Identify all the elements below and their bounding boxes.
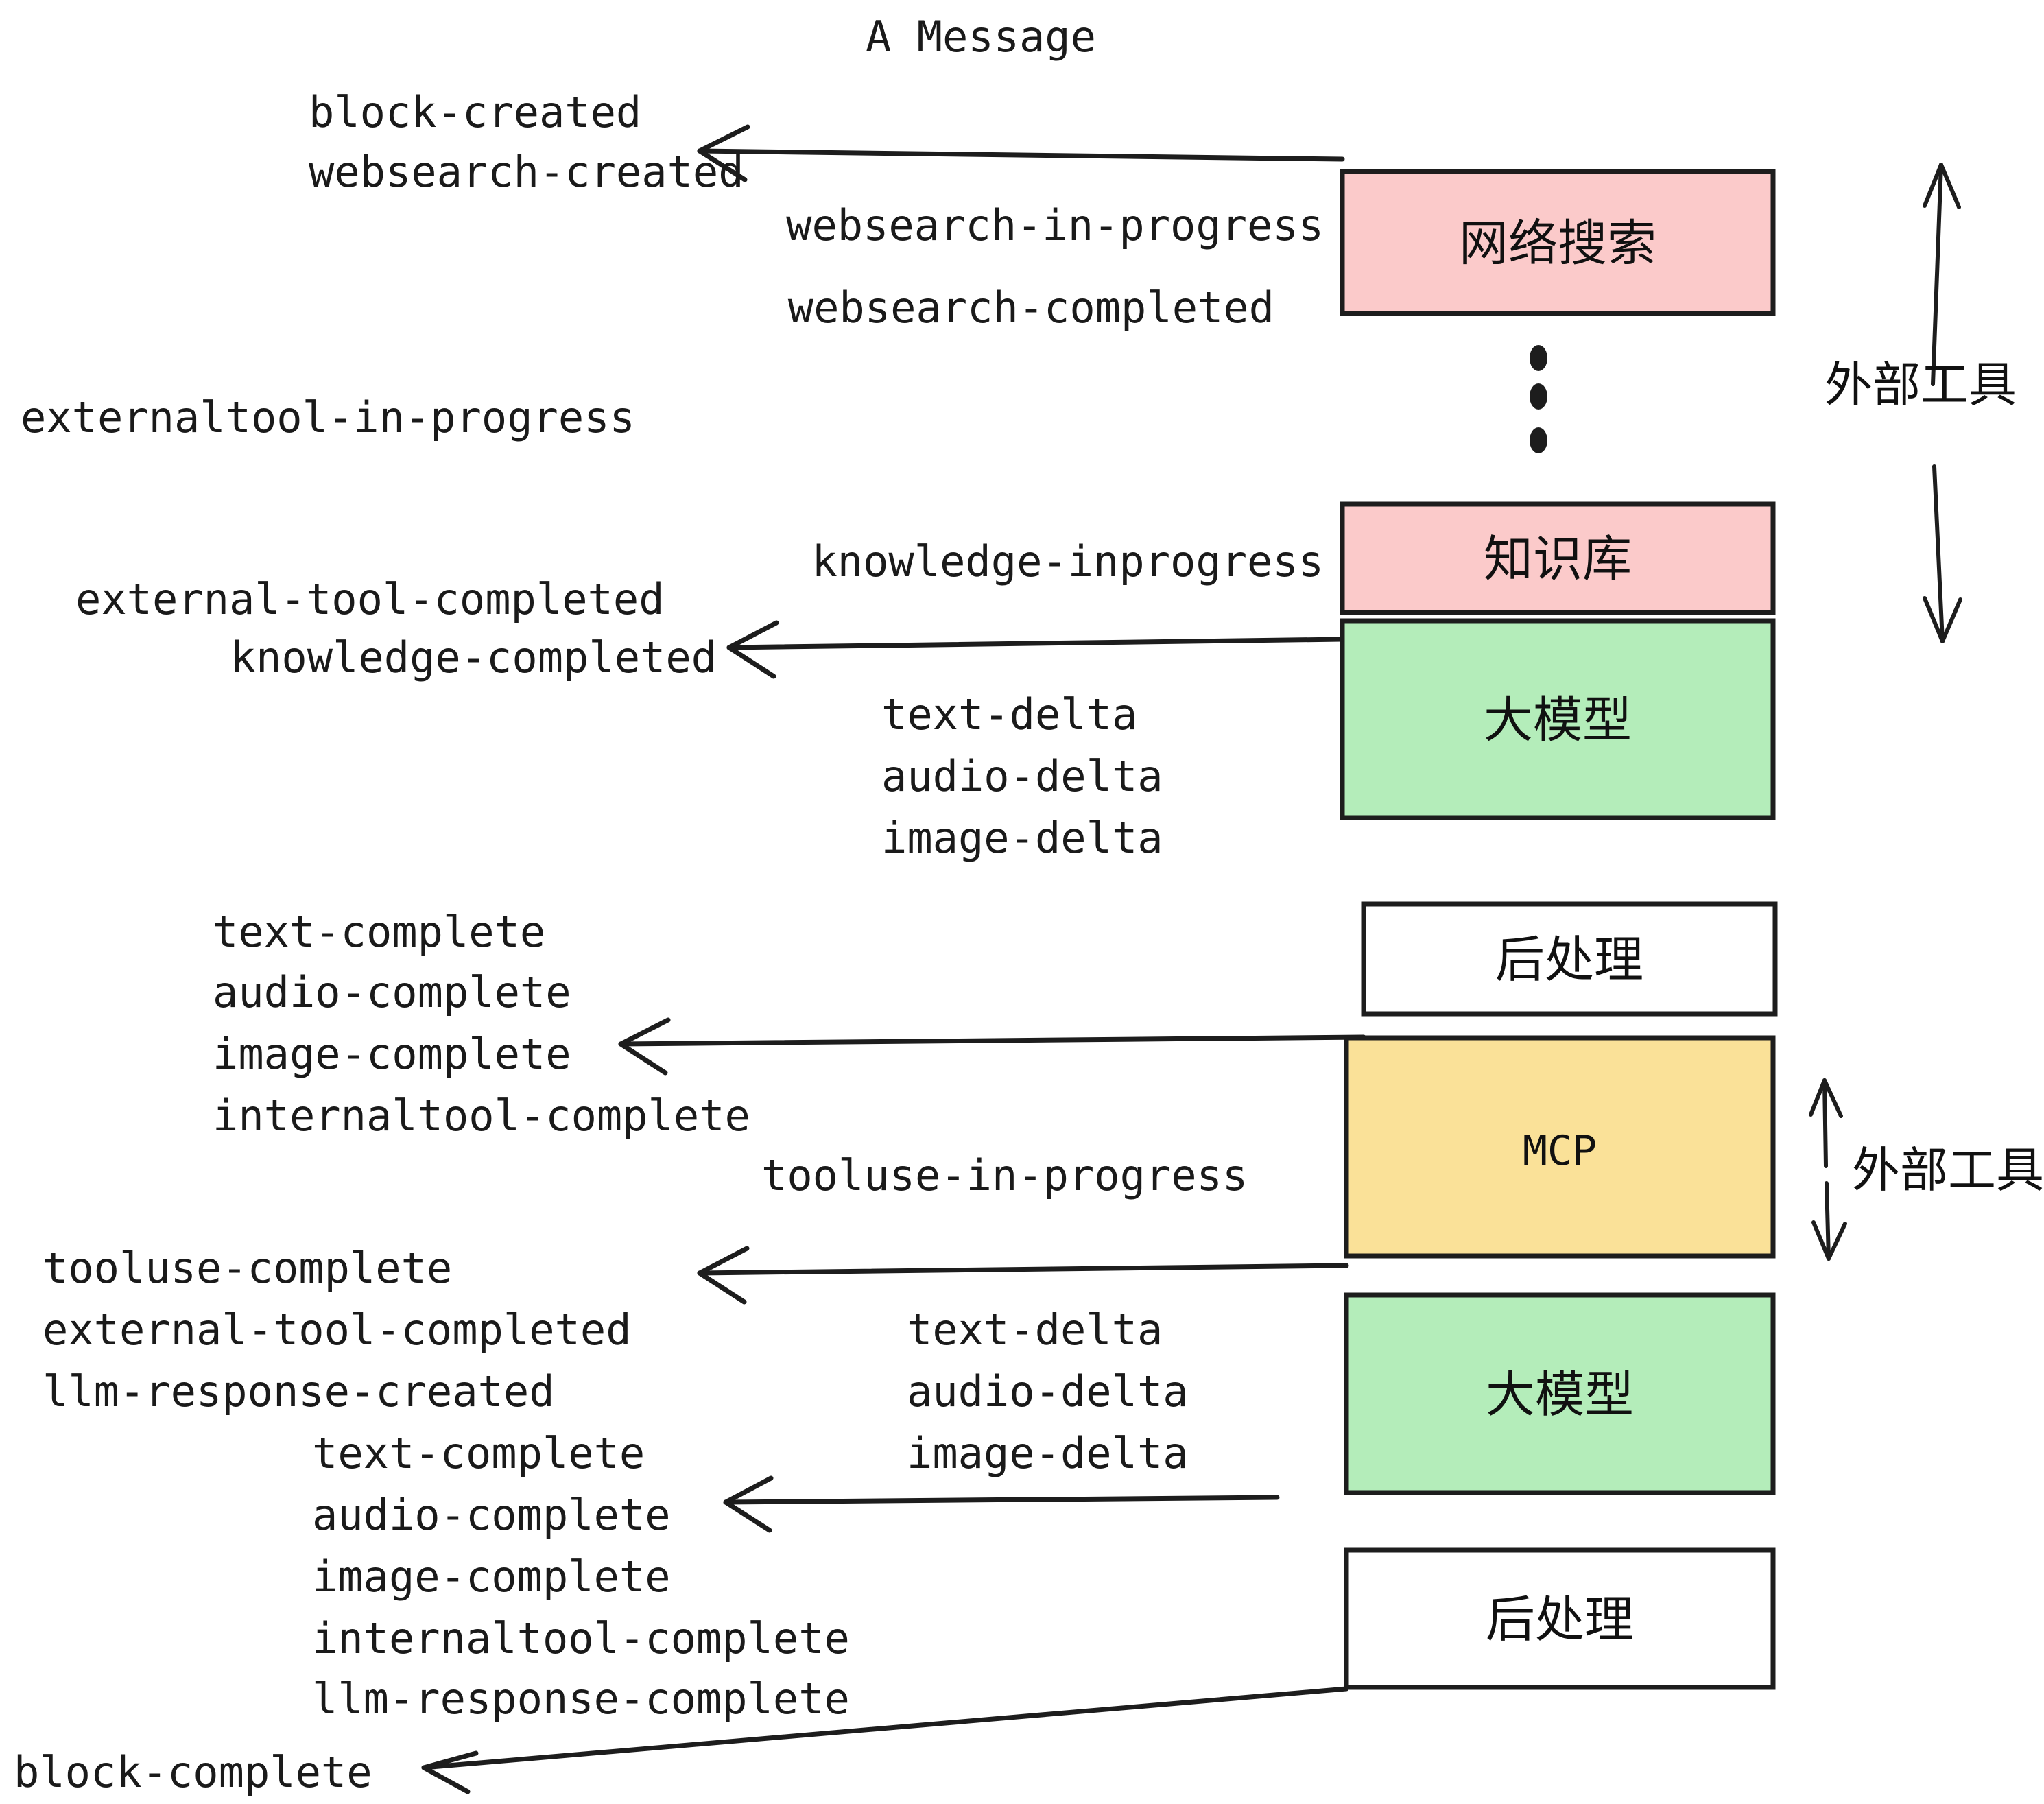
arrowhead-up-left <box>1923 163 1943 208</box>
event-knowledge-inprogress: knowledge-inprogress <box>811 536 1324 586</box>
box-group-postprocess-2[interactable]: 后处理 <box>1344 1547 1776 1690</box>
box-label-knowledge: 知识库 <box>1484 530 1632 588</box>
event-text-complete-1: text-complete <box>213 907 545 957</box>
external-tools-bracket-top <box>1923 163 1962 643</box>
box-group-llm-bottom[interactable]: 大模型 <box>1344 1292 1776 1495</box>
event-block-complete: block-complete <box>14 1747 372 1797</box>
event-tooluse-in-progress: tooluse-in-progress <box>761 1150 1248 1200</box>
event-internaltool-complete-2: internaltool-complete <box>312 1613 850 1663</box>
box-label-mcp: MCP <box>1523 1127 1597 1175</box>
box-group-mcp[interactable]: MCP <box>1344 1035 1776 1259</box>
event-block-created: block-created <box>309 87 641 137</box>
event-external-tool-completed-1: external-tool-completed <box>75 574 665 624</box>
bracket-line-down <box>1932 464 1945 643</box>
box-label-postprocess-1: 后处理 <box>1495 931 1643 988</box>
box-label-postprocess-2: 后处理 <box>1486 1591 1634 1648</box>
event-image-delta-1: image-delta <box>881 813 1163 863</box>
box-llm-top[interactable] <box>1340 618 1776 820</box>
arrowhead-down-right <box>1940 597 1962 643</box>
ellipsis-dot <box>1530 383 1547 410</box>
box-label-websearch: 网络搜索 <box>1459 215 1656 272</box>
event-websearch-completed: websearch-completed <box>788 283 1274 333</box>
event-audio-complete-1: audio-complete <box>213 967 571 1017</box>
box-group-llm-top[interactable]: 大模型 <box>1340 618 1776 820</box>
event-image-delta-2: image-delta <box>907 1428 1189 1478</box>
arrowhead-down-right-2 <box>1827 1222 1847 1261</box>
bracket-line-down-2 <box>1825 1181 1831 1261</box>
event-audio-complete-2: audio-complete <box>312 1490 671 1540</box>
event-label-list: block-created websearch-created websearc… <box>14 87 1324 1797</box>
arrow-websearch-to-block-created <box>697 124 1345 182</box>
arrowhead-down-left-2 <box>1811 1220 1831 1261</box>
page-title: A Message <box>866 12 1096 62</box>
bracket-line-up-2 <box>1822 1078 1828 1168</box>
arrow-llm-bottom-to-audio-complete <box>723 1475 1280 1533</box>
arrowhead-up-left-2 <box>1809 1078 1827 1117</box>
box-postprocess-1[interactable] <box>1361 901 1778 1017</box>
event-audio-delta-1: audio-delta <box>881 751 1163 801</box>
event-knowledge-completed: knowledge-completed <box>230 632 717 683</box>
box-label-llm-bottom: 大模型 <box>1486 1366 1634 1423</box>
arrow-mcp-to-tooluse-complete <box>697 1246 1349 1305</box>
box-knowledge[interactable] <box>1340 501 1776 615</box>
arrow-postprocess2-to-block-complete <box>421 1686 1349 1794</box>
box-llm-bottom[interactable] <box>1344 1292 1776 1495</box>
event-external-tool-completed-2: external-tool-completed <box>43 1305 632 1355</box>
event-llm-response-complete: llm-response-complete <box>312 1674 850 1724</box>
ellipsis-dot <box>1530 345 1547 371</box>
arrowhead-up-right <box>1939 163 1961 209</box>
event-internaltool-complete-1: internaltool-complete <box>213 1091 750 1141</box>
arrowhead-up-right-2 <box>1822 1078 1843 1118</box>
box-postprocess-2[interactable] <box>1344 1547 1776 1690</box>
arrow-postprocess1-to-image-complete <box>618 1017 1366 1076</box>
ellipsis-dot <box>1530 427 1547 453</box>
event-websearch-created: websearch-created <box>309 147 744 197</box>
event-text-delta-1: text-delta <box>881 689 1137 739</box>
box-websearch[interactable] <box>1340 169 1776 316</box>
box-group-knowledge[interactable]: 知识库 <box>1340 501 1776 615</box>
arrow-knowledge-to-knowledge-completed <box>726 620 1345 679</box>
box-mcp[interactable] <box>1344 1035 1776 1259</box>
event-text-delta-2: text-delta <box>907 1305 1163 1355</box>
event-tooluse-complete: tooluse-complete <box>43 1243 452 1293</box>
external-tools-bracket-bottom <box>1809 1078 1847 1261</box>
side-label-external-tools-top: 外部工具 <box>1825 357 2017 413</box>
side-label-external-tools-bottom: 外部工具 <box>1852 1142 2044 1198</box>
event-image-complete-1: image-complete <box>213 1029 571 1079</box>
box-group-websearch[interactable]: 网络搜索 <box>1340 169 1776 316</box>
event-websearch-in-progress: websearch-in-progress <box>786 200 1324 250</box>
event-image-complete-2: image-complete <box>312 1552 671 1602</box>
bracket-line-up <box>1931 163 1943 386</box>
arrowhead-down-left <box>1923 596 1945 643</box>
event-audio-delta-2: audio-delta <box>907 1366 1189 1416</box>
box-label-llm-top: 大模型 <box>1484 691 1632 749</box>
event-llm-response-created: llm-response-created <box>43 1366 555 1416</box>
event-text-complete-2: text-complete <box>312 1428 645 1478</box>
ellipsis-vertical-dots <box>1530 345 1547 453</box>
box-group-postprocess-1[interactable]: 后处理 <box>1361 901 1778 1017</box>
event-externaltool-in-progress: externaltool-in-progress <box>21 392 635 442</box>
